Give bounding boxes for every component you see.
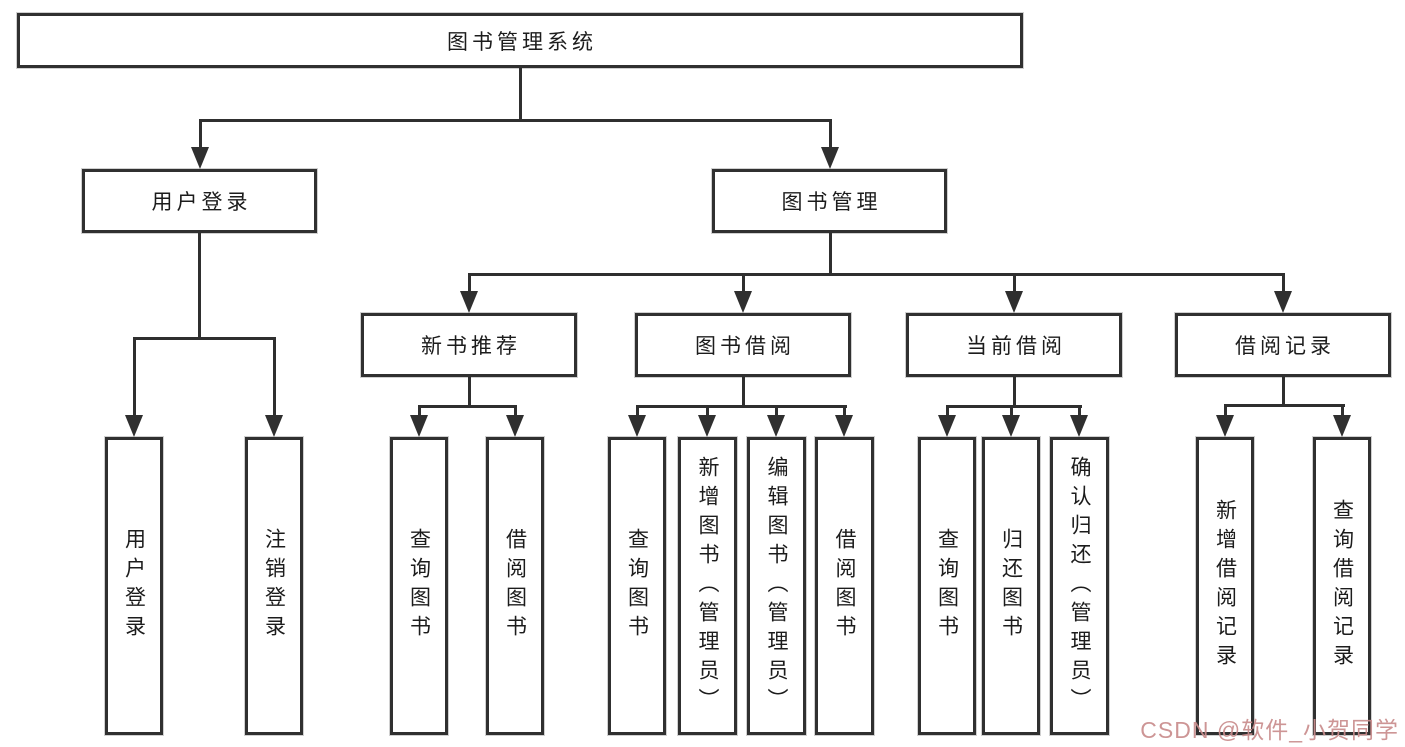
connector-line <box>1078 405 1081 419</box>
arrow-down-icon <box>1002 415 1020 437</box>
node-book-management: 图书管理 <box>712 169 947 233</box>
connector-line <box>1013 273 1016 297</box>
connector-line <box>273 337 276 420</box>
arrow-down-icon <box>125 415 143 437</box>
connector-line <box>133 337 136 420</box>
node-label: 借阅图书 <box>503 528 527 644</box>
arrow-down-icon <box>1274 291 1292 313</box>
arrow-down-icon <box>628 415 646 437</box>
node-label: 确认归还（管理员） <box>1068 455 1091 717</box>
connector-line <box>742 377 745 408</box>
arrow-down-icon <box>191 147 209 169</box>
watermark-text: CSDN @软件_小贺同学 <box>1140 717 1399 743</box>
connector-line <box>636 405 639 419</box>
node-return-books: 归还图书 <box>982 437 1040 735</box>
node-label: 借阅记录 <box>1235 335 1335 358</box>
arrow-down-icon <box>821 147 839 169</box>
arrow-down-icon <box>1333 415 1351 437</box>
node-label: 图书借阅 <box>695 335 795 358</box>
connector-line <box>198 233 201 340</box>
node-label: 编辑图书（管理员） <box>765 455 788 717</box>
node-current-borrow: 当前借阅 <box>906 313 1122 377</box>
node-borrow-books-leaf: 借阅图书 <box>815 437 874 735</box>
connector-line <box>1341 404 1344 419</box>
node-label: 新增借阅记录 <box>1213 499 1237 673</box>
arrow-down-icon <box>410 415 428 437</box>
connector-line <box>418 405 421 419</box>
node-query-books-current: 查询图书 <box>918 437 976 735</box>
arrow-down-icon <box>506 415 524 437</box>
connector-line <box>1282 377 1285 407</box>
node-edit-book-admin: 编辑图书（管理员） <box>747 437 806 735</box>
node-label: 归还图书 <box>999 528 1023 644</box>
connector-line <box>636 405 847 408</box>
node-user-login-leaf: 用户登录 <box>105 437 163 735</box>
node-label: 图书管理 <box>781 191 882 214</box>
arrow-down-icon <box>1216 415 1234 437</box>
arrow-down-icon <box>1070 415 1088 437</box>
connector-line <box>946 405 949 419</box>
node-query-books-borrow: 查询图书 <box>608 437 666 735</box>
arrow-down-icon <box>1005 291 1023 313</box>
connector-line <box>843 405 846 419</box>
node-label: 新书推荐 <box>421 335 521 358</box>
node-label: 查询图书 <box>625 528 649 644</box>
node-label: 用户登录 <box>122 528 146 644</box>
node-label: 借阅图书 <box>833 528 856 644</box>
node-label: 新增图书（管理员） <box>696 455 719 717</box>
node-label: 查询图书 <box>935 528 959 644</box>
connector-line <box>946 405 1082 408</box>
node-label: 注销登录 <box>262 528 286 644</box>
arrow-down-icon <box>734 291 752 313</box>
connector-line <box>829 233 832 276</box>
node-user-login: 用户登录 <box>82 169 317 233</box>
node-logout: 注销登录 <box>245 437 303 735</box>
connector-line <box>519 68 522 121</box>
arrow-down-icon <box>938 415 956 437</box>
connector-line <box>468 273 1285 276</box>
node-new-book-recommend: 新书推荐 <box>361 313 577 377</box>
node-book-borrow: 图书借阅 <box>635 313 851 377</box>
node-add-borrow-record: 新增借阅记录 <box>1196 437 1254 735</box>
connector-line <box>706 405 709 419</box>
connector-line <box>199 119 832 122</box>
connector-line <box>1224 404 1345 407</box>
arrow-down-icon <box>767 415 785 437</box>
node-label: 查询图书 <box>407 528 431 644</box>
connector-line <box>514 405 517 419</box>
connector-line <box>1224 404 1227 419</box>
node-borrow-books-recommend: 借阅图书 <box>486 437 544 735</box>
connector-line <box>1282 273 1285 297</box>
connector-line <box>418 405 517 408</box>
connector-line <box>1013 377 1016 408</box>
node-query-books-recommend: 查询图书 <box>390 437 448 735</box>
node-label: 当前借阅 <box>966 335 1066 358</box>
arrow-down-icon <box>265 415 283 437</box>
connector-line <box>468 273 471 297</box>
connector-line <box>742 273 745 297</box>
node-borrow-records: 借阅记录 <box>1175 313 1391 377</box>
connector-line <box>1010 405 1013 419</box>
arrow-down-icon <box>835 415 853 437</box>
node-confirm-return-admin: 确认归还（管理员） <box>1050 437 1109 735</box>
node-add-book-admin: 新增图书（管理员） <box>678 437 737 735</box>
node-label: 查询借阅记录 <box>1330 499 1354 673</box>
connector-line <box>468 377 471 408</box>
connector-line <box>199 119 202 149</box>
connector-line <box>775 405 778 419</box>
node-query-borrow-record: 查询借阅记录 <box>1313 437 1371 735</box>
node-label: 用户登录 <box>151 191 252 214</box>
node-library-management-system: 图书管理系统 <box>17 13 1023 68</box>
arrow-down-icon <box>698 415 716 437</box>
arrow-down-icon <box>460 291 478 313</box>
connector-line <box>829 119 832 149</box>
node-label: 图书管理系统 <box>447 30 597 54</box>
connector-line <box>133 337 276 340</box>
